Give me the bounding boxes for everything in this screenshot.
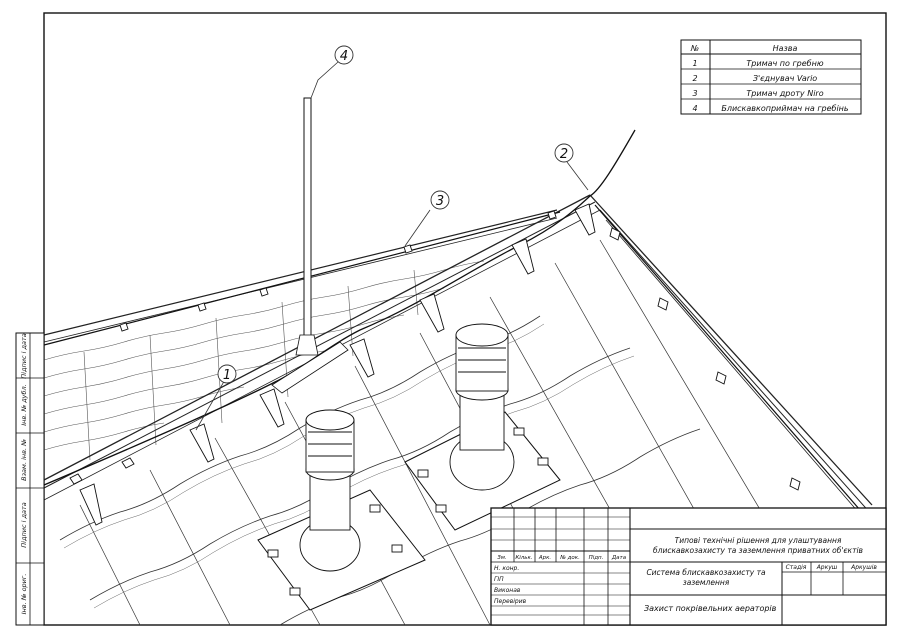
callout-3: 3 bbox=[430, 190, 450, 210]
role-vykonav: Виконав bbox=[494, 587, 521, 594]
callout-1: 1 bbox=[217, 364, 237, 384]
roof-drawing bbox=[43, 61, 873, 626]
parts-row-3-no: 3 bbox=[692, 89, 697, 98]
callout-3-label: 3 bbox=[436, 194, 444, 209]
sheets-label: Аркушів bbox=[850, 564, 877, 571]
col-header-pidp: Підп. bbox=[589, 555, 604, 561]
sheet-frame bbox=[43, 12, 887, 626]
project-title-line2: блискавкозахисту та заземлення приватних… bbox=[653, 546, 863, 555]
stamp-label-3: Взам. інв. № bbox=[20, 439, 28, 481]
callout-2: 2 bbox=[554, 143, 574, 163]
stamp-label-5: Інв. № ориг. bbox=[20, 574, 28, 615]
system-title-line2: заземлення bbox=[683, 578, 730, 587]
sheet-label: Аркуш bbox=[816, 564, 838, 571]
stamp-label-2: Інв. № дубл. bbox=[20, 384, 28, 426]
parts-row-3-name: Тримач дроту Niro bbox=[746, 89, 823, 98]
system-title-line1: Система блискавкозахисту та bbox=[646, 568, 766, 577]
col-header-zm: Зм. bbox=[497, 555, 507, 561]
parts-row-2-name: З'єднувач Vario bbox=[753, 74, 817, 83]
parts-header-name: Назва bbox=[773, 44, 798, 53]
parts-row-1-no: 1 bbox=[692, 59, 697, 68]
stamp-label-1: Підпис і дата bbox=[20, 333, 28, 378]
col-header-ark: Арк. bbox=[538, 555, 552, 561]
parts-row-4-no: 4 bbox=[692, 104, 697, 113]
project-title-line1: Типові технічні рішення для улаштування bbox=[675, 536, 842, 545]
stage-label: Стадія bbox=[786, 564, 807, 571]
stamp-label-4: Підпис і дата bbox=[20, 502, 28, 547]
title-block-text: Зм. Кільк. Арк. № док. Підп. Дата Н. кон… bbox=[494, 536, 877, 613]
parts-row-4-name: Блискавкоприймач на гребінь bbox=[721, 104, 849, 113]
title-block bbox=[490, 507, 887, 626]
callout-4-label: 4 bbox=[340, 49, 348, 64]
role-pereviryv: Перевірив bbox=[494, 598, 527, 605]
callout-2-label: 2 bbox=[560, 147, 568, 162]
callout-4: 4 bbox=[334, 45, 354, 65]
col-header-doc: № док. bbox=[559, 555, 580, 561]
role-gip: ГІП bbox=[494, 576, 504, 583]
col-header-data: Дата bbox=[611, 555, 627, 561]
callout-1-label: 1 bbox=[223, 368, 231, 383]
parts-row-2-no: 2 bbox=[692, 74, 697, 83]
role-n-konr: Н. конр. bbox=[494, 565, 519, 572]
parts-table: № Назва 1 Тримач по гребню 2 З'єднувач V… bbox=[680, 39, 862, 115]
col-header-kilk: Кільк. bbox=[515, 555, 533, 561]
parts-header-no: № bbox=[690, 44, 699, 53]
parts-row-1-name: Тримач по гребню bbox=[746, 59, 823, 68]
side-stamp: Підпис і дата Інв. № дубл. Взам. інв. № … bbox=[15, 332, 45, 626]
drawing-title: Захист покрівельних аераторів bbox=[644, 604, 777, 613]
